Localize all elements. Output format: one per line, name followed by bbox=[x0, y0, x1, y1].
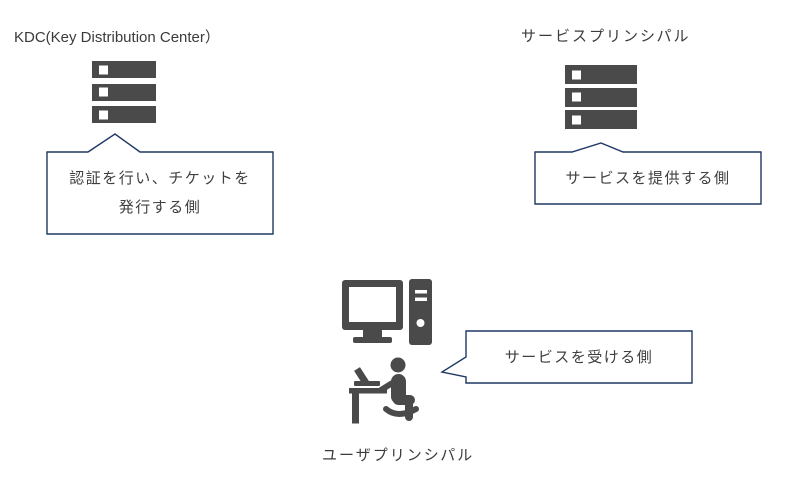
server-bar bbox=[92, 83, 156, 101]
server-bar bbox=[92, 106, 156, 123]
server-led bbox=[572, 70, 581, 79]
kdc-server-icon bbox=[92, 61, 156, 123]
user-callout-text: サービスを受ける側 bbox=[466, 331, 692, 383]
user-callout-line1: サービスを受ける側 bbox=[504, 348, 654, 366]
server-bar bbox=[565, 65, 637, 84]
server-bar bbox=[92, 61, 156, 78]
service-callout-shape bbox=[534, 142, 762, 205]
desktop-computer-icon bbox=[342, 279, 432, 345]
user-callout: サービスを受ける側 bbox=[440, 330, 694, 386]
server-bar bbox=[565, 87, 637, 107]
server-led bbox=[99, 65, 108, 74]
server-led bbox=[572, 115, 581, 124]
kdc-callout-text: 認証を行い、チケットを 発行する側 bbox=[47, 152, 273, 234]
service-principal-label: サービスプリンシパル bbox=[521, 28, 691, 45]
service-callout: サービスを提供する側 bbox=[534, 142, 762, 206]
user-principal-label: ユーザプリンシパル bbox=[322, 447, 475, 464]
kdc-label: KDC(Key Distribution Center） bbox=[14, 29, 220, 46]
seated-user-icon bbox=[349, 357, 419, 424]
server-led bbox=[572, 92, 581, 102]
kdc-callout-line1: 認証を行い、チケットを bbox=[69, 170, 251, 187]
kdc-callout-line2: 発行する側 bbox=[118, 199, 202, 216]
server-led bbox=[99, 87, 108, 97]
server-bar bbox=[565, 110, 637, 129]
service-server-icon bbox=[565, 65, 637, 129]
desktop-computer-and-seated-user-icon bbox=[342, 279, 432, 424]
service-callout-text: サービスを提供する側 bbox=[535, 152, 761, 204]
service-callout-line1: サービスを提供する側 bbox=[565, 169, 731, 187]
server-led bbox=[99, 110, 108, 119]
kdc-callout: 認証を行い、チケットを 発行する側 bbox=[46, 133, 274, 236]
kdc-callout-shape bbox=[46, 133, 274, 235]
user-callout-shape bbox=[440, 330, 693, 384]
